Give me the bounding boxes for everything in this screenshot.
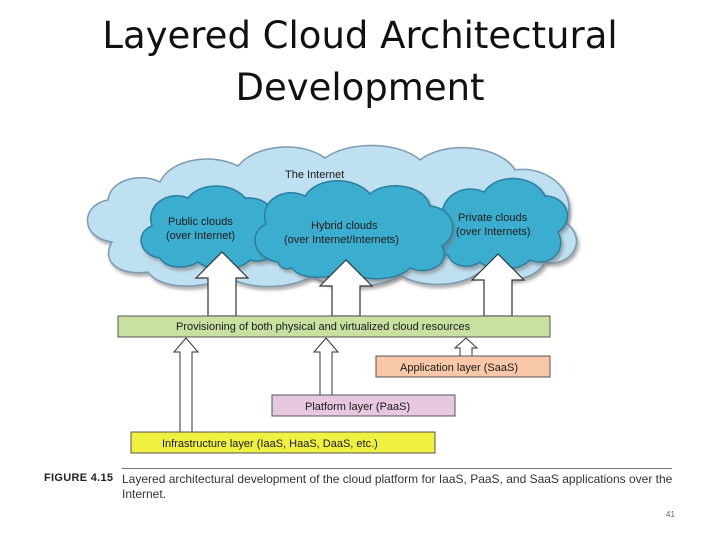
arrow-application-to-provisioning: [453, 337, 479, 357]
hybrid-cloud-label-line2: (over Internet/Internets): [284, 234, 399, 246]
figure-caption: Layered architectural development of the…: [122, 472, 673, 501]
platform-layer-label: Platform layer (PaaS): [305, 401, 410, 413]
infrastructure-layer-label: Infrastructure layer (IaaS, HaaS, DaaS, …: [162, 438, 378, 450]
figure-label: FIGURE 4.15: [44, 472, 114, 484]
provisioning-label: Provisioning of both physical and virtua…: [176, 321, 471, 333]
hybrid-cloud-label-line1: Hybrid clouds: [311, 220, 378, 232]
hybrid-cloud: [254, 180, 454, 280]
application-layer-label: Application layer (SaaS): [400, 362, 518, 374]
infrastructure-layer-bar: [130, 431, 436, 454]
private-cloud-label-line1: Private clouds: [458, 212, 528, 224]
slide-title: Layered Cloud Architectural Development: [0, 10, 720, 114]
slide-title-line1: Layered Cloud Architectural: [102, 14, 618, 57]
public-cloud-label-line1: Public clouds: [168, 216, 233, 228]
arrow-to-hybrid-cloud: [318, 259, 374, 317]
page-number: 41: [666, 510, 675, 519]
slide-title-line2: Development: [235, 66, 485, 109]
application-layer-bar: [375, 355, 551, 378]
internet-label: The Internet: [285, 169, 344, 181]
arrow-platform-to-provisioning: [312, 337, 340, 396]
arrow-to-private-cloud: [470, 253, 526, 317]
caption-divider: [122, 468, 672, 469]
arrow-to-public-cloud: [194, 251, 250, 317]
provisioning-bar: [117, 315, 551, 338]
platform-layer-bar: [271, 394, 456, 417]
public-cloud-label-line2: (over Internet): [166, 230, 235, 242]
private-cloud-label-line2: (over Internets): [456, 226, 531, 238]
arrow-infrastructure-to-provisioning: [172, 337, 200, 433]
